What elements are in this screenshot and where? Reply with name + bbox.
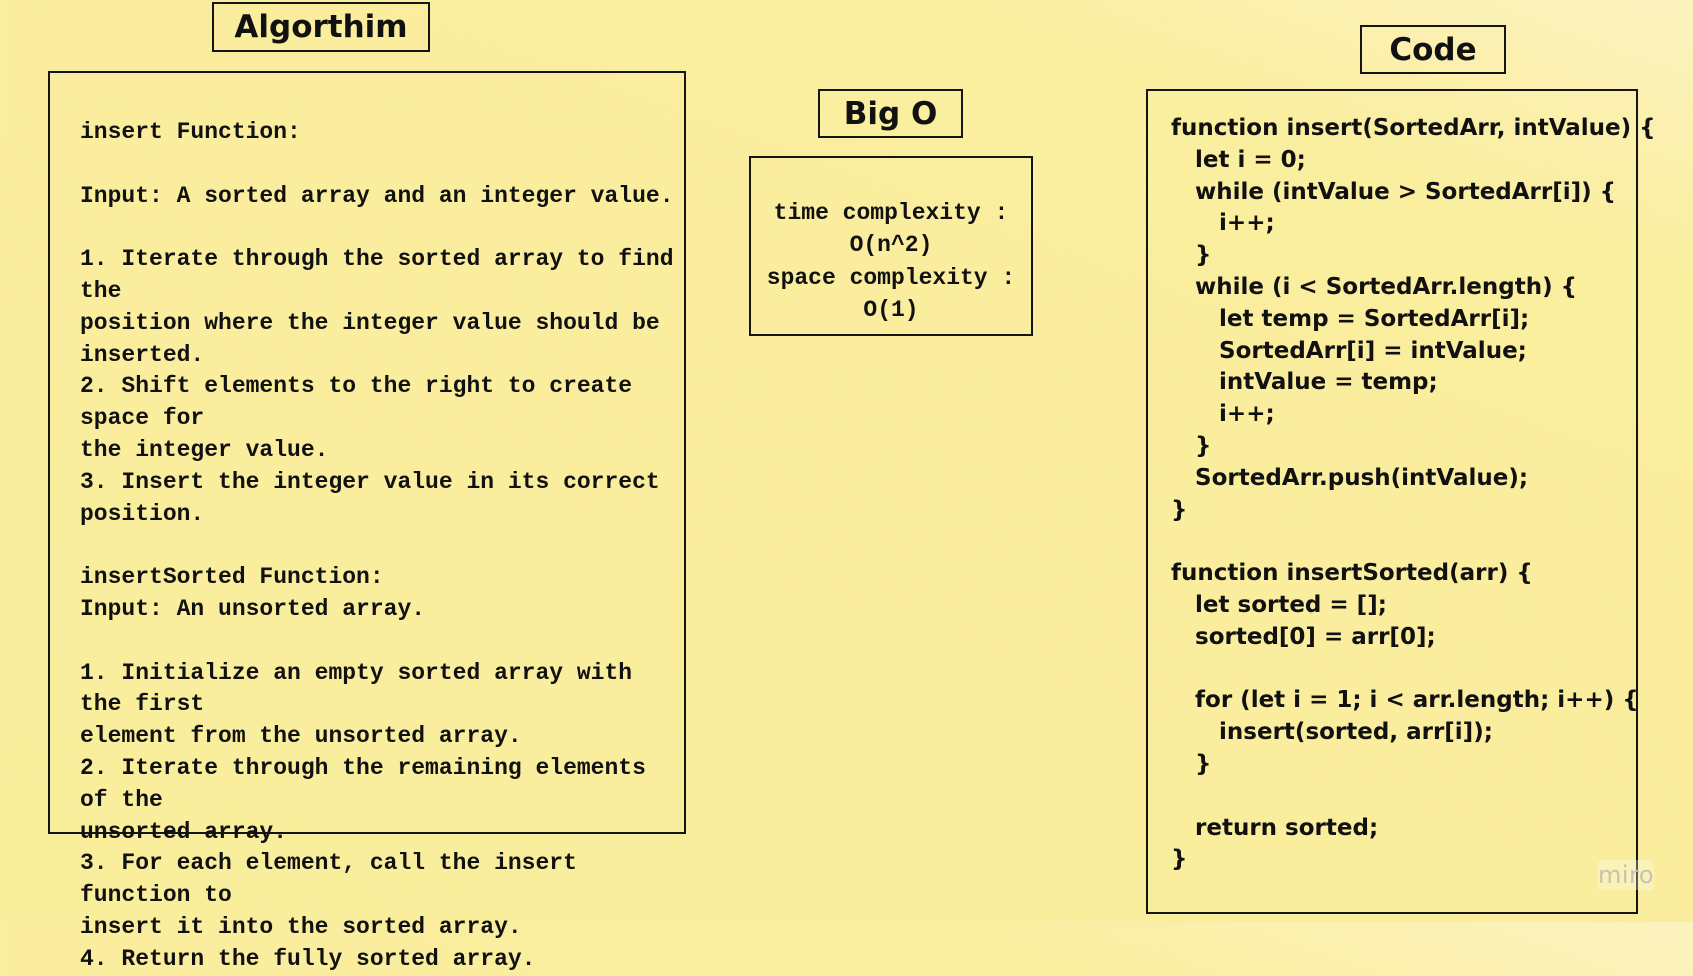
code-panel xyxy=(1146,89,1638,914)
code-text: function insert(SortedArr, intValue) { l… xyxy=(1171,115,1656,873)
big-o-title-box: Big O xyxy=(818,89,963,138)
big-o-panel xyxy=(749,156,1033,336)
algorithm-title-box: Algorthim xyxy=(212,2,430,52)
miro-watermark: miro xyxy=(1598,860,1655,890)
code-title: Code xyxy=(1389,31,1477,68)
algorithm-title: Algorthim xyxy=(234,9,408,45)
big-o-text: time complexity : O(n^2) space complexit… xyxy=(766,200,1016,323)
algorithm-text: insert Function: Input: A sorted array a… xyxy=(80,119,674,972)
big-o-title: Big O xyxy=(843,95,938,132)
code-title-box: Code xyxy=(1360,25,1506,74)
algorithm-panel xyxy=(48,71,686,834)
